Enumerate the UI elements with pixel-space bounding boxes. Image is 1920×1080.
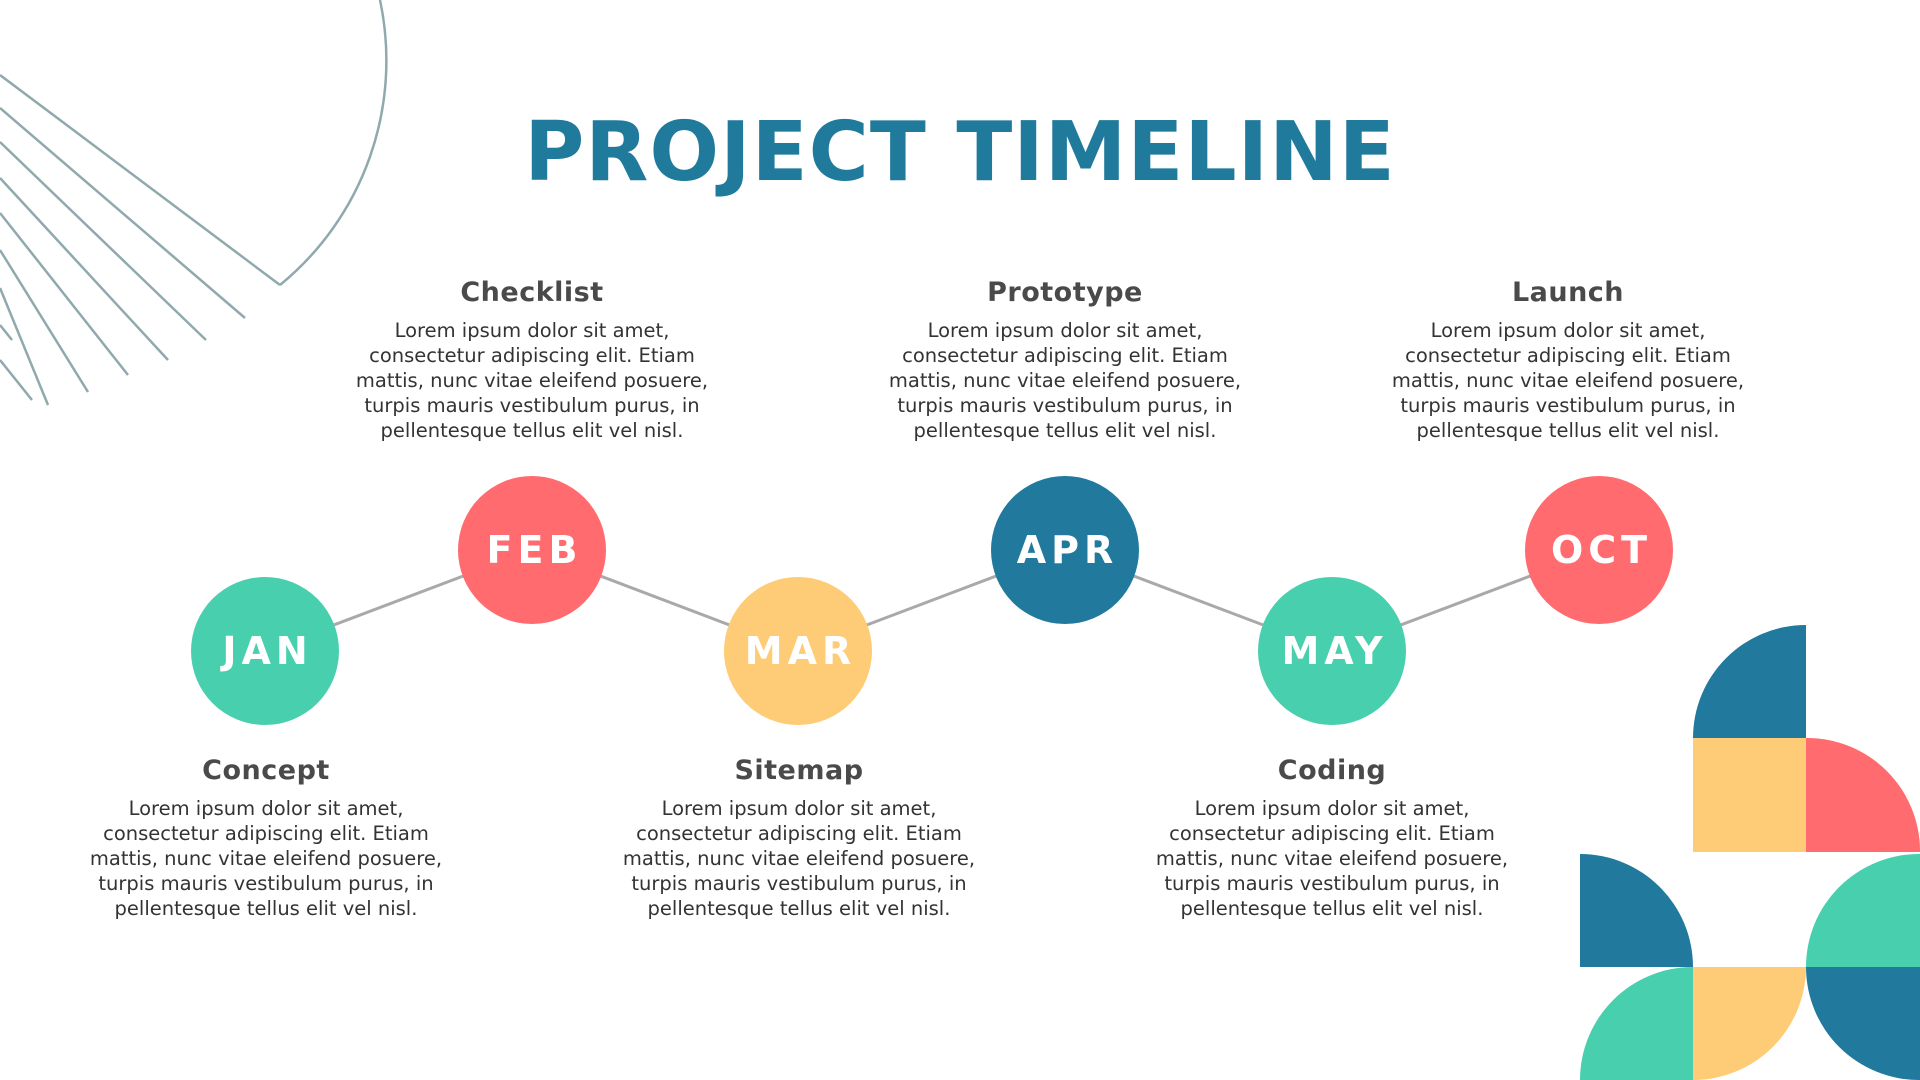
milestone-heading: Prototype (987, 277, 1143, 308)
milestone-heading: Coding (1277, 755, 1387, 786)
milestone-node-mar: MAR (724, 577, 872, 725)
milestone-month-label: APR (1016, 528, 1119, 572)
milestone-node-may: MAY (1258, 577, 1406, 725)
milestone-month-label: JAN (222, 629, 313, 673)
milestone-description: Lorem ipsum dolor sit amet, consectetur … (622, 797, 976, 920)
milestone-month-label: OCT (1550, 528, 1653, 572)
milestone-heading: Launch (1511, 277, 1625, 308)
page-title: PROJECT TIMELINE (524, 105, 1396, 200)
milestone-card-concept: Concept Lorem ipsum dolor sit amet, cons… (76, 755, 456, 921)
milestone-description: Lorem ipsum dolor sit amet, consectetur … (1391, 319, 1745, 442)
milestone-node-oct: OCT (1525, 476, 1673, 624)
milestone-description: Lorem ipsum dolor sit amet, consectetur … (1155, 797, 1509, 920)
milestone-month-label: FEB (486, 528, 583, 572)
decorative-line-art (0, 0, 388, 406)
milestone-heading: Checklist (460, 277, 604, 308)
milestone-card-launch: Launch Lorem ipsum dolor sit amet, conse… (1378, 277, 1758, 443)
milestone-heading: Sitemap (734, 755, 864, 786)
milestone-node-feb: FEB (458, 476, 606, 624)
milestone-month-label: MAY (1281, 629, 1388, 673)
milestone-description: Lorem ipsum dolor sit amet, consectetur … (355, 319, 709, 442)
milestone-description: Lorem ipsum dolor sit amet, consectetur … (89, 797, 443, 920)
milestone-card-coding: Coding Lorem ipsum dolor sit amet, conse… (1142, 755, 1522, 921)
milestone-heading: Concept (202, 755, 330, 786)
milestone-node-apr: APR (991, 476, 1139, 624)
milestone-card-checklist: Checklist Lorem ipsum dolor sit amet, co… (342, 277, 722, 443)
milestone-card-prototype: Prototype Lorem ipsum dolor sit amet, co… (875, 277, 1255, 443)
milestone-node-jan: JAN (191, 577, 339, 725)
milestone-card-sitemap: Sitemap Lorem ipsum dolor sit amet, cons… (609, 755, 989, 921)
milestone-month-label: MAR (744, 629, 857, 673)
decorative-geometric-shapes (1580, 625, 1920, 1080)
milestone-description: Lorem ipsum dolor sit amet, consectetur … (888, 319, 1242, 442)
